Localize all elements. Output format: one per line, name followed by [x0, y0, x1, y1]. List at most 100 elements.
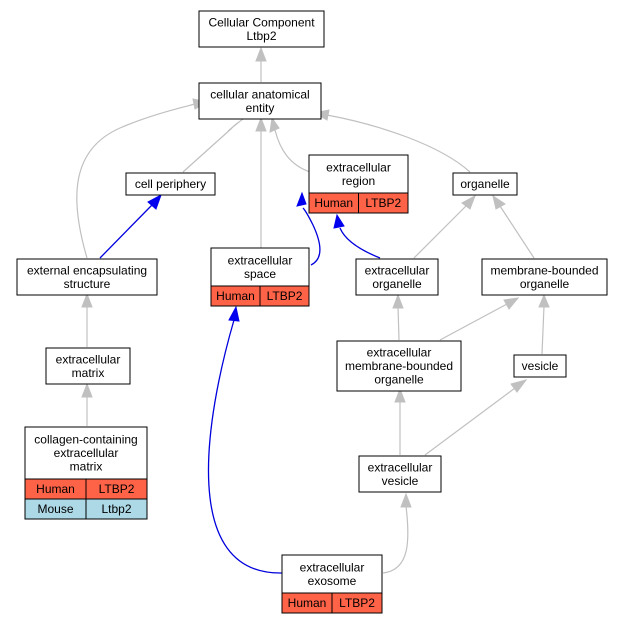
node-label: collagen-containing: [34, 433, 137, 447]
arrow-cae-from-region: [269, 116, 280, 133]
edge-organelle-cae: [326, 114, 471, 173]
arrow-periphery: [147, 193, 162, 210]
node-label: external encapsulating: [27, 263, 147, 277]
node-label: cellular anatomical: [210, 87, 309, 101]
node-box-root: [198, 10, 325, 48]
node-label: extracellular: [54, 446, 119, 460]
node-label: extracellular: [365, 263, 430, 277]
arrow-root: [255, 46, 267, 62]
edge-eorg-region: [339, 227, 381, 259]
gene-cell: [331, 592, 383, 614]
arrow-cae-from-space: [255, 116, 267, 132]
species-row-human: Human LTBP2: [281, 592, 383, 614]
arrow-mbo-from-embo: [503, 297, 520, 310]
node-label: region: [342, 174, 375, 188]
edge-region-cae: [274, 129, 311, 173]
node-label: organelle: [372, 277, 422, 291]
edge-vesicle-mbo: [541, 305, 545, 355]
arrow-ev: [400, 492, 412, 508]
node-label: Ltbp2: [246, 29, 276, 43]
arrow-eorg: [392, 293, 404, 309]
gene-symbol: LTBP2: [365, 196, 401, 210]
node-box-matrix: [45, 347, 131, 385]
arrow-region-from-space: [296, 191, 307, 207]
edge-ees-cae: [76, 103, 196, 259]
species-row-human: Human LTBP2: [308, 192, 409, 214]
edge-embo-mbo: [439, 303, 508, 341]
node-label: structure: [64, 277, 111, 291]
species-name: Human: [314, 196, 353, 210]
arrow-ees: [81, 292, 93, 308]
edge-mbo-organelle: [499, 205, 535, 259]
species-name: Human: [288, 596, 327, 610]
gene-symbol: LTBP2: [99, 482, 135, 496]
node-box-cae: [198, 82, 322, 120]
species-name: Human: [36, 482, 75, 496]
node-label: extracellular: [367, 346, 432, 360]
arrow-matrix: [81, 382, 93, 398]
arrow-region-from-eorg: [333, 213, 345, 229]
node-label: membrane-bounded: [345, 359, 453, 373]
edge-space-region: [302, 207, 321, 266]
gene-symbol: LTBP2: [267, 289, 303, 303]
node-vesicle[interactable]: vesicle: [513, 354, 567, 378]
node-box-ev: [358, 455, 442, 493]
species-name: Mouse: [37, 502, 73, 516]
edge-ees-periphery: [99, 204, 153, 259]
gene-symbol: Ltbp2: [101, 502, 131, 516]
node-box-organelle: [452, 172, 518, 196]
node-label: vesicle: [522, 359, 559, 373]
edge-ev-vesicle: [424, 387, 516, 456]
node-label: cell periphery: [135, 177, 206, 191]
edge-periphery-cae: [182, 127, 233, 173]
part-of-edges: [99, 191, 381, 574]
node-label: extracellular: [300, 560, 365, 574]
arrow-organelle-from-mbo: [492, 194, 506, 210]
gene-cell: [358, 192, 409, 214]
node-label: extracellular: [228, 253, 293, 267]
node-organelle[interactable]: organelle: [452, 172, 518, 196]
node-label: entity: [246, 101, 275, 115]
node-label: organelle: [520, 277, 570, 291]
node-label: matrix: [70, 460, 103, 474]
species-row-mouse: Mouse Ltbp2: [24, 498, 148, 520]
arrow-embo: [394, 387, 406, 403]
node-label: extracellular: [326, 160, 391, 174]
edge-exosome-ev: [382, 505, 409, 574]
gene-symbol: LTBP2: [339, 596, 375, 610]
node-label: vesicle: [382, 474, 419, 488]
node-box-eorg: [355, 258, 439, 296]
arrow-mbo-from-vesicle: [538, 293, 550, 308]
edge-exosome-space: [207, 319, 283, 574]
node-periphery[interactable]: cell periphery: [125, 172, 216, 196]
arrow-cae-from-periphery: [227, 118, 244, 132]
species-row-human: Human LTBP2: [24, 478, 148, 500]
node-box-vesicle: [513, 354, 567, 378]
node-label: extracellular: [368, 460, 433, 474]
gene-cell: [259, 285, 310, 307]
node-label: space: [244, 267, 276, 281]
node-label: membrane-bounded: [490, 263, 598, 277]
arrow-vesicle: [510, 379, 528, 393]
gene-cell: [85, 498, 148, 520]
node-box-embo: [336, 340, 462, 392]
node-label: extracellular: [56, 352, 121, 366]
edge-eorg-organelle: [413, 205, 467, 259]
node-ccm[interactable]: collagen-containingextracellularmatrixHu…: [24, 426, 148, 520]
node-label: organelle: [460, 177, 510, 191]
